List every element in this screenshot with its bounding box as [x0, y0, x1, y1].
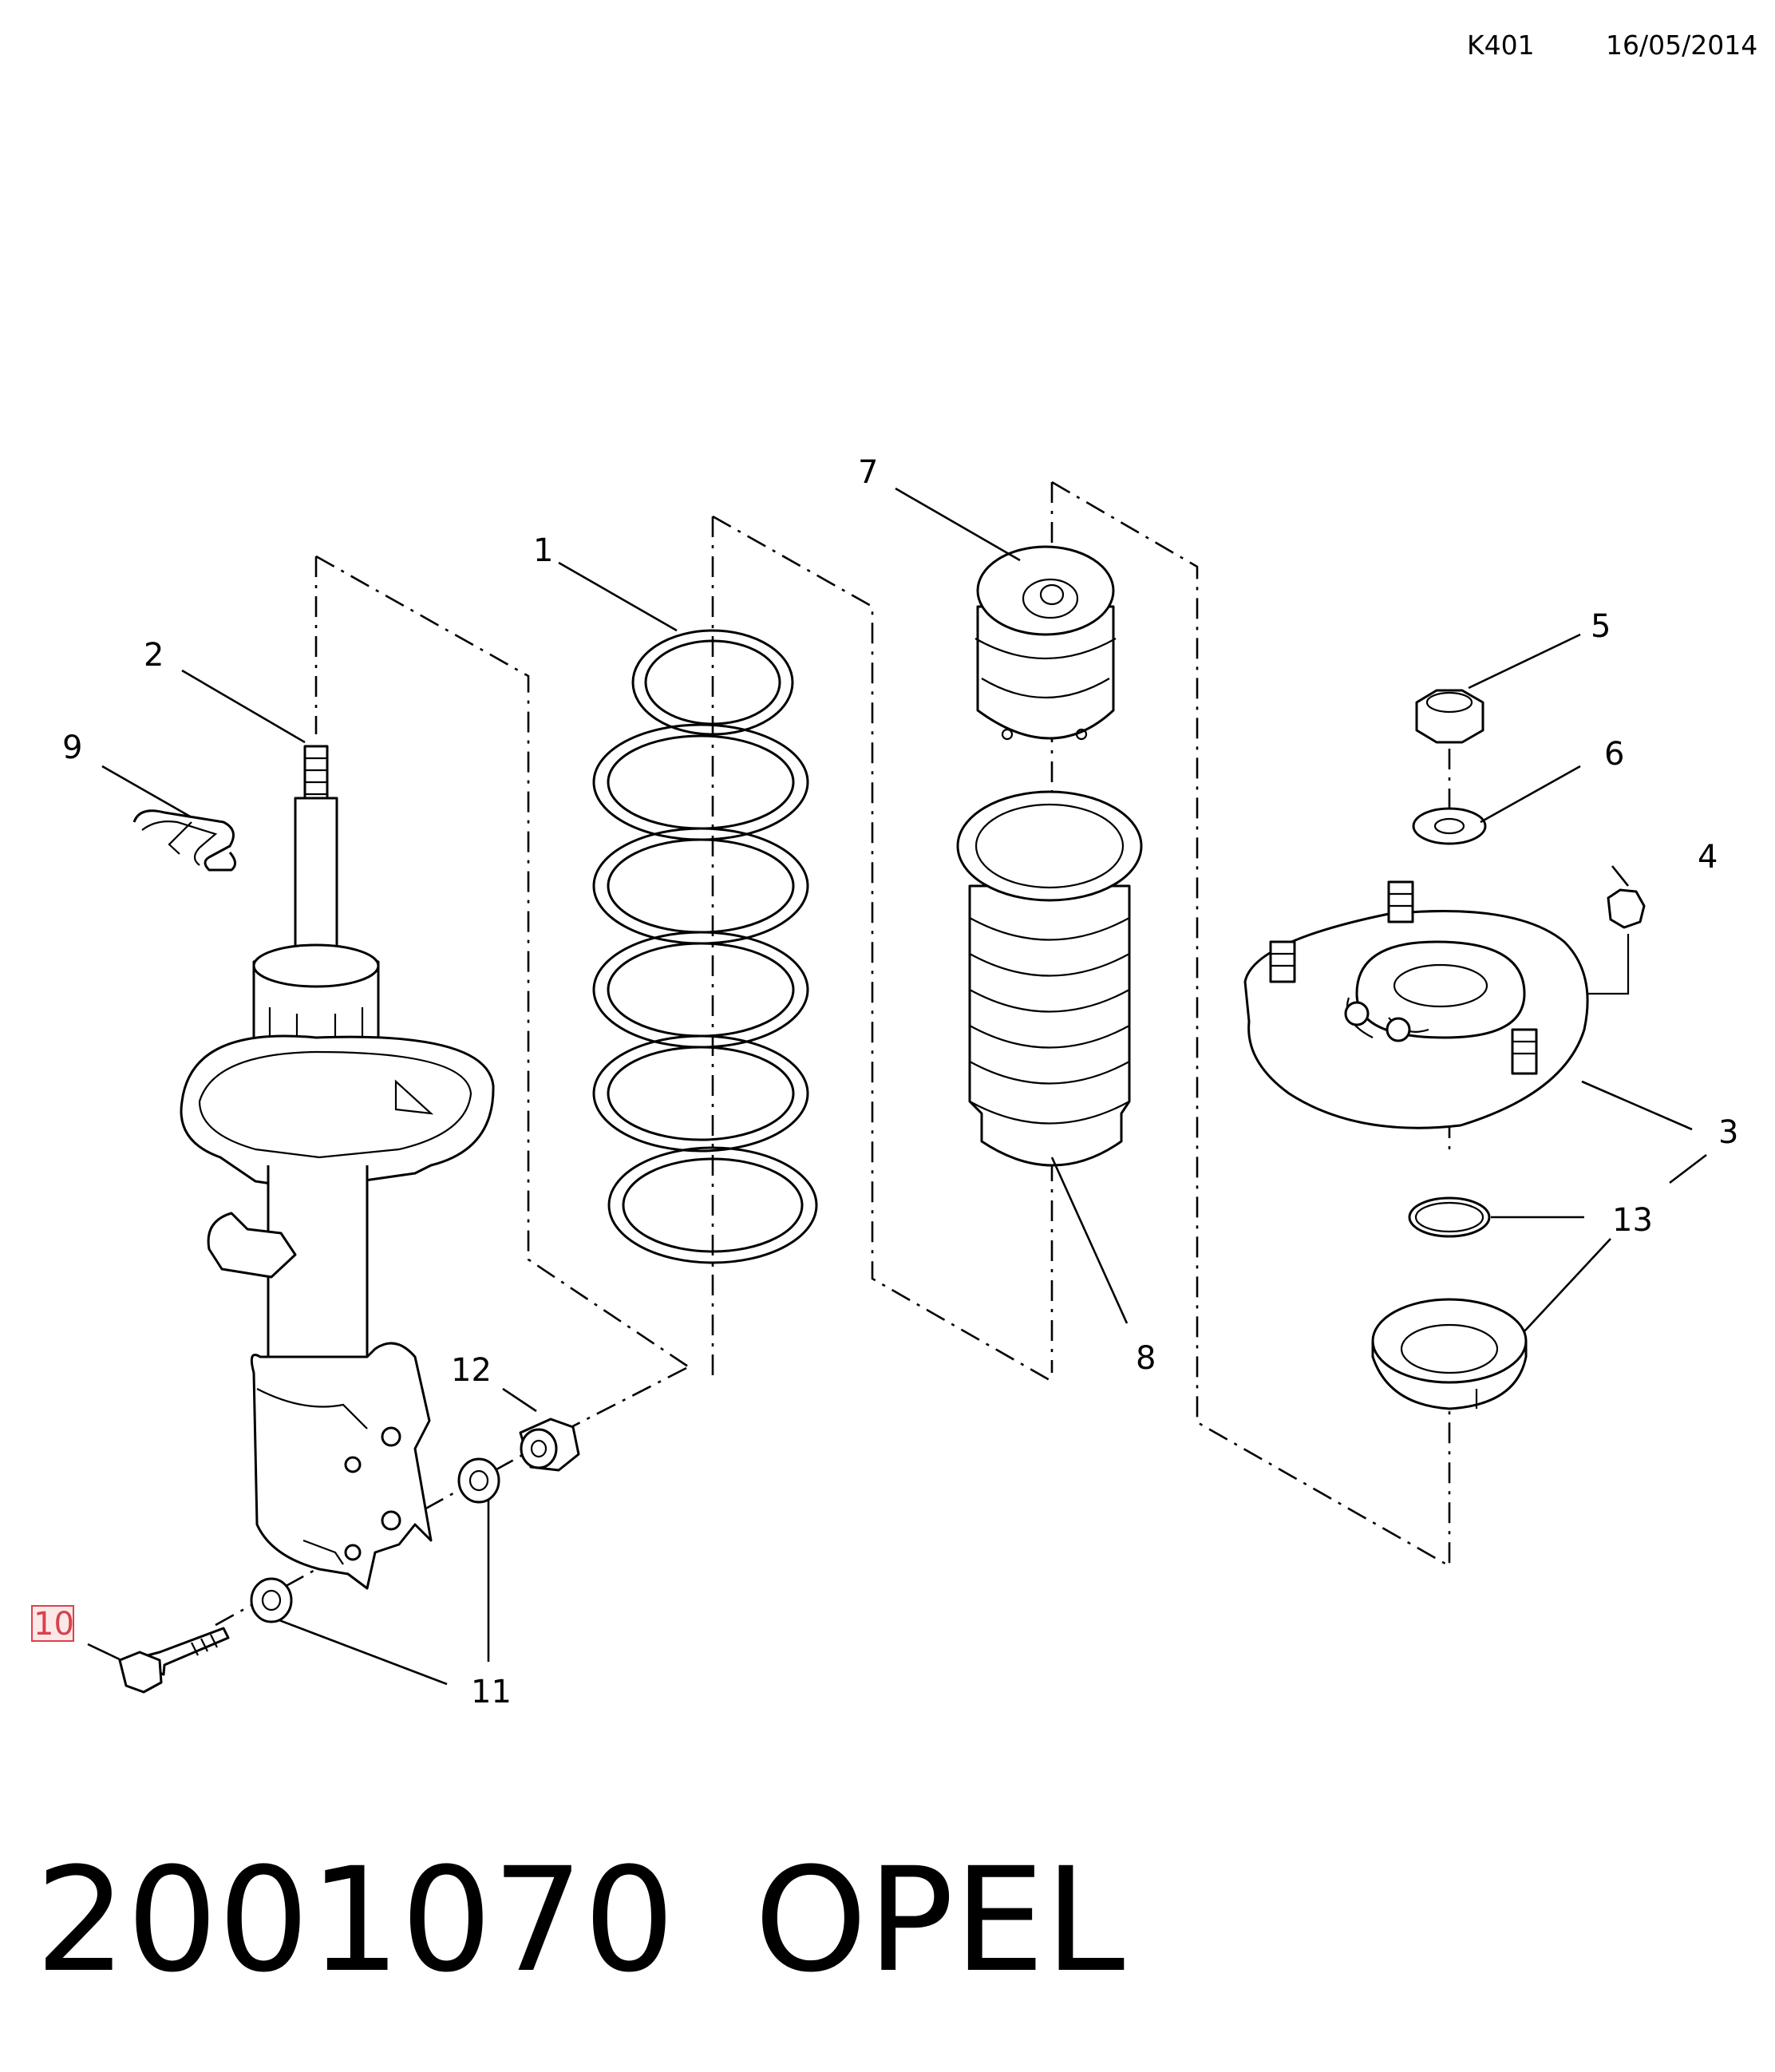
coil-spring: [592, 629, 818, 1264]
bearing-parts: [1371, 1196, 1528, 1410]
dust-boot: [956, 790, 1143, 1167]
diagram-date: 16/05/2014: [1606, 30, 1757, 61]
brand-name: OPEL: [754, 1837, 1125, 2004]
callout-12[interactable]: 12: [451, 1352, 492, 1389]
diagram-code: K401: [1467, 30, 1535, 61]
strut-mount: [1243, 880, 1589, 1129]
callout-2[interactable]: 2: [144, 637, 164, 674]
lower-hardware: [118, 1418, 580, 1694]
part-number: 2001070: [35, 1837, 675, 2004]
callout-7[interactable]: 7: [858, 454, 878, 491]
leader-lines: [87, 487, 1707, 1686]
callout-13[interactable]: 13: [1612, 1202, 1653, 1239]
callout-10-highlight: [31, 1605, 74, 1642]
callout-labels: 1 2 3 4 5 6 7 8 9 10 11 12 13: [31, 454, 1738, 1710]
callout-8[interactable]: 8: [1136, 1340, 1156, 1377]
callout-9[interactable]: 9: [62, 730, 82, 766]
callout-4[interactable]: 4: [1698, 839, 1718, 876]
clip: [132, 809, 236, 872]
callout-11[interactable]: 11: [471, 1674, 512, 1710]
callout-5[interactable]: 5: [1591, 608, 1611, 645]
callout-3[interactable]: 3: [1718, 1114, 1738, 1151]
callout-1[interactable]: 1: [533, 532, 553, 569]
top-hardware: [1412, 689, 1646, 929]
callout-10[interactable]: 10: [34, 1606, 74, 1643]
bump-stop: [974, 545, 1117, 741]
strut-assembly: [180, 745, 495, 1590]
callout-6[interactable]: 6: [1604, 736, 1624, 773]
